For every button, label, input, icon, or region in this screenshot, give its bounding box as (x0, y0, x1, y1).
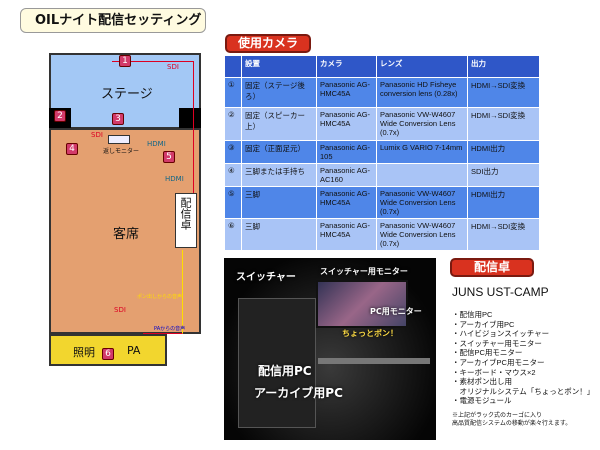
cell: 三脚 (241, 218, 317, 251)
col-num (224, 55, 242, 78)
stream-pc-label: 配信用PC (258, 364, 312, 378)
cell: ③ (224, 140, 242, 164)
list-item: ・電源モジュール (452, 396, 512, 406)
camera-1-icon: 1 (119, 55, 131, 67)
cell: Panasonic HD Fisheye conversion lens (0.… (376, 77, 468, 108)
cell: Panasonic AG-HMC45A (316, 107, 377, 141)
desk (175, 193, 197, 248)
switcher-label: スイッチャー (236, 272, 296, 283)
cell: Lumix G VARIO 7-14mm (376, 140, 468, 164)
return-monitor-label: 返しモニター (103, 148, 140, 155)
list-item: オリジナルシステム「ちょっとポン！」 (452, 386, 595, 396)
sdi-label-3: SDI (114, 306, 126, 314)
audio-lines (143, 250, 183, 334)
cell (376, 163, 468, 187)
cell: ① (224, 77, 242, 108)
monitor (316, 280, 408, 328)
col-lens: レンズ (376, 55, 468, 78)
camera-2-icon: 2 (54, 110, 66, 122)
pon-label: ちょっとポン！ (342, 329, 398, 338)
cell: ⑤ (224, 186, 242, 219)
list-item: ・配信用PC (452, 310, 493, 319)
cell: ② (224, 107, 242, 141)
rack-left (238, 298, 316, 428)
desk-name: JUNS UST-CAMP (452, 285, 549, 299)
cell: Panasonic VW-W4607 Wide Conversion Lens … (376, 186, 468, 219)
list-item: ・アーカイブ用PC (452, 319, 515, 329)
hdmi-label-1: HDMI (147, 140, 166, 148)
venue-floor-map: ステージ 客席 返しモニター SDI SDI HDMI HDMI 配信卓 ポン出… (49, 53, 201, 366)
cell: 三脚 (241, 186, 317, 219)
list-item: ・キーボード・マウス×2 (452, 367, 536, 377)
cell: HDMI→SDI変換 (467, 218, 540, 251)
cell: ④ (224, 163, 242, 187)
table-header: 設置 カメラ レンズ 出力 (224, 55, 540, 78)
hdmi-label-2: HDMI (165, 175, 184, 183)
list-item: ・スイッチャー用モニター (452, 338, 542, 348)
cell: Panasonic AG-HMC45A (316, 77, 377, 108)
cell: ⑥ (224, 218, 242, 251)
return-monitor (108, 135, 130, 144)
desk-label: 配信卓 (179, 197, 192, 230)
note: 高品質配信システムの移動が楽々行えます。 (452, 420, 572, 427)
cell: Panasonic VW-W4607 Wide Conversion Lens … (376, 218, 468, 251)
archive-pc-label: アーカイブ用PC (254, 386, 343, 400)
col-camera: カメラ (316, 55, 377, 78)
switcher-monitor-label: スイッチャー用モニター (320, 267, 408, 276)
camera-5-icon: 5 (163, 151, 175, 163)
lighting-label: 照明 (73, 346, 95, 359)
pa-audio-label: PAからの音声 (154, 326, 186, 332)
camera-6-icon: 6 (102, 348, 114, 360)
audience-label: 客席 (113, 227, 140, 242)
pon-audio-label: ポン出しからの音声 (137, 294, 183, 300)
cell: SDI出力 (467, 163, 540, 187)
desk-table (318, 358, 430, 364)
camera-3-icon: 3 (112, 113, 124, 125)
cell: 固定（ステージ後ろ） (241, 77, 317, 108)
note: ※上記がラック式のカーゴに入り (452, 412, 543, 419)
cell: Panasonic AG-HMC45A (316, 218, 377, 251)
camera-4-icon: 4 (66, 143, 78, 155)
list-item: ・アーカイブPC用モニター (452, 357, 545, 367)
cell: 固定（スピーカー上） (241, 107, 317, 141)
cell: Panasonic AG-AC160 (316, 163, 377, 187)
stage-label: ステージ (101, 87, 153, 102)
cell: Panasonic VW-W4607 Wide Conversion Lens … (376, 107, 468, 141)
pa-label: PA (127, 344, 141, 357)
sdi-label-1: SDI (167, 63, 179, 71)
cell: 固定（正面足元） (241, 140, 317, 164)
speaker-right (179, 108, 201, 128)
desk-heading: 配信卓 (450, 258, 534, 277)
cell: 三脚または手持ち (241, 163, 317, 187)
pc-monitor-label: PC用モニター (370, 307, 422, 316)
col-placement: 設置 (241, 55, 317, 78)
list-item: ・配信PC用モニター (452, 348, 523, 358)
equipment-list: ・配信用PC ・アーカイブ用PC ・ハイビジョンスイッチャー ・スイッチャー用モ… (452, 310, 594, 428)
list-item: ・ハイビジョンスイッチャー (452, 329, 550, 339)
cell: HDMI出力 (467, 186, 540, 219)
cameras-heading: 使用カメラ (225, 34, 311, 53)
page-title: OILナイト配信セッティング (20, 8, 206, 33)
cell: HDMI→SDI変換 (467, 107, 540, 141)
sdi-line-1 (112, 61, 194, 204)
cell: HDMI出力 (467, 140, 540, 164)
cell: Panasonic AG-HMC45A (316, 186, 377, 219)
equipment-photo: スイッチャー スイッチャー用モニター PC用モニター ちょっとポン！ 配信用PC… (224, 258, 436, 440)
sdi-label-2: SDI (91, 131, 103, 139)
col-output: 出力 (467, 55, 540, 78)
cell: Panasonic AG-105 (316, 140, 377, 164)
cell: HDMI→SDI変換 (467, 77, 540, 108)
list-item: ・素材ポン出し用 (452, 377, 512, 387)
